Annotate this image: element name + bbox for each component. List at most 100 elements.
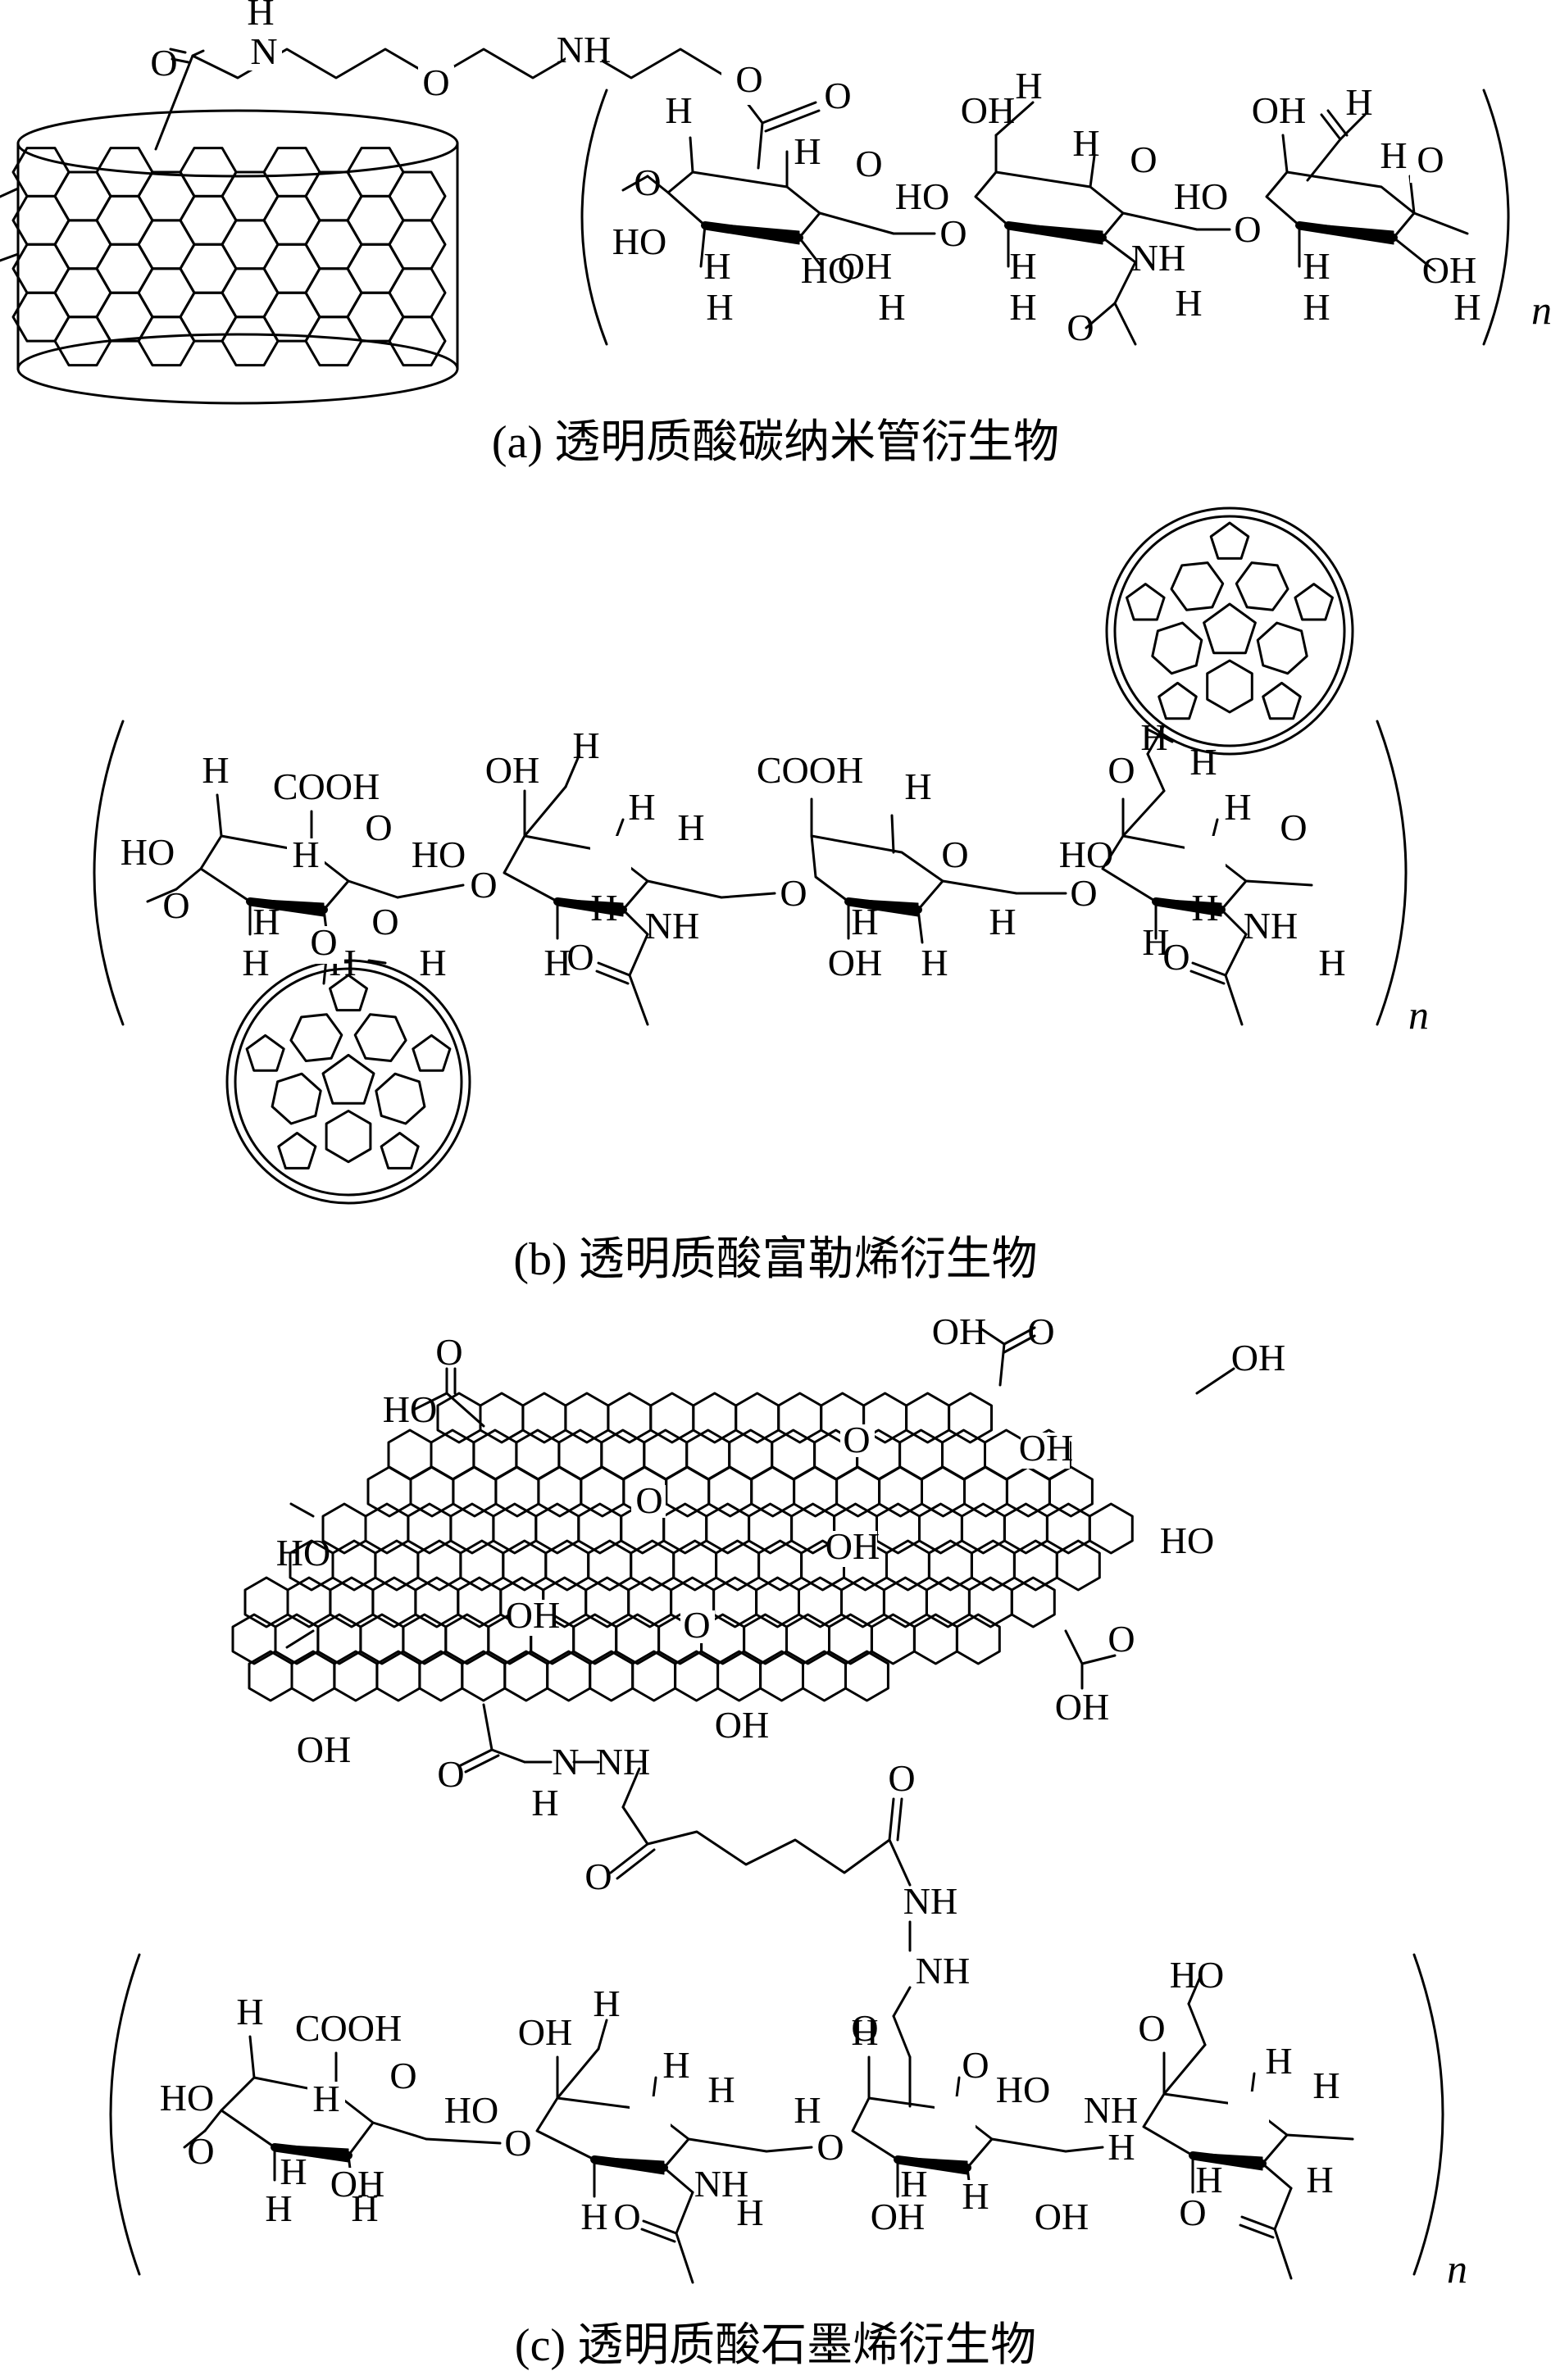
atom-label: O <box>962 2044 989 2086</box>
atom-label: OH <box>485 749 539 791</box>
fullerene-pentagon <box>1294 583 1334 621</box>
graphene-ring <box>494 1465 540 1518</box>
atom-label: OH <box>330 2163 384 2205</box>
atom-label: H <box>1015 65 1042 107</box>
nanotube-ring <box>388 170 447 222</box>
atom-label: O <box>566 936 594 978</box>
atom-label: H <box>1009 286 1036 328</box>
caption-c: (c) 透明质酸石墨烯衍生物 <box>515 2320 1036 2371</box>
graphene-ring <box>674 1650 720 1702</box>
group-label: OH <box>506 1594 560 1636</box>
graphene-ring <box>231 1613 277 1665</box>
atom-label: HO <box>412 833 466 875</box>
atom-label: H <box>706 286 733 328</box>
atom-label: H <box>1189 741 1217 783</box>
carbon-nanotube <box>0 109 459 405</box>
atom-label: H <box>1140 716 1167 758</box>
graphene-ring <box>333 1650 379 1702</box>
fullerene-hexagon <box>1206 659 1253 714</box>
atom-label: OH <box>828 942 882 983</box>
group-label: O <box>437 1753 464 1795</box>
atom-label: HO <box>996 2069 1050 2110</box>
panel-b: n H COOH H O HO O H H O H O H <box>93 506 1429 1285</box>
graphene-ring <box>371 1576 417 1628</box>
hyaluronic-acid-polymer-c: n H COOH H O HO O H H OH H <box>109 1953 1467 2291</box>
atom-label: H <box>572 724 599 766</box>
atom-label: H <box>794 2089 821 2131</box>
fullerene-pentagon <box>1209 521 1250 560</box>
atom-label: O <box>162 884 189 926</box>
atom-label: H <box>1453 286 1480 328</box>
atom-label: OH <box>1035 2196 1089 2237</box>
nanotube-ring <box>388 316 447 367</box>
graphene-ring <box>418 1650 464 1702</box>
graphene-ring <box>759 1650 804 1702</box>
graphene-ring <box>785 1613 830 1665</box>
atom-label: H <box>1191 887 1218 929</box>
linker-label: H <box>531 1782 558 1824</box>
atom-label: OH <box>1422 249 1476 291</box>
graphene-ring <box>457 1576 503 1628</box>
peg-linker: H N O O NH O O <box>150 0 852 170</box>
graphene-ring <box>589 1650 634 1702</box>
atom-label: OH <box>1252 89 1306 131</box>
linker-label: NH <box>596 1741 650 1783</box>
graphene-ring <box>366 1465 412 1518</box>
group-label: HO <box>1160 1519 1214 1561</box>
panel-a: H N O O NH O O n O <box>0 0 1551 468</box>
hyaluronic-acid-polymer-a: n O H HO H H O HO OH H H O <box>580 65 1551 348</box>
graphene-ring <box>925 1576 971 1628</box>
atom-label: H <box>662 2044 689 2086</box>
atom-label: O <box>634 161 661 203</box>
atom-label: O <box>365 806 392 848</box>
atom-label: H <box>851 2011 878 2053</box>
graphene-ring <box>615 1613 661 1665</box>
atom-label: H <box>851 901 878 942</box>
group-label: OH <box>715 1704 769 1746</box>
atom-label: NH <box>1131 237 1185 279</box>
fullerene-outline <box>225 959 471 1205</box>
atom-label: NH <box>1244 905 1298 947</box>
fullerene-hexagon <box>375 1072 426 1125</box>
atom-label: COOH <box>295 2007 402 2049</box>
atom-label: O <box>1070 872 1097 914</box>
graphene-ring <box>414 1576 460 1628</box>
fullerene-hexagon <box>353 1013 407 1062</box>
atom-label: H <box>707 2069 735 2110</box>
linker-label: NH <box>903 1880 957 1922</box>
atom-label: H <box>1224 786 1251 828</box>
atom-label: H <box>236 1991 263 2033</box>
linker-label: O <box>824 75 851 116</box>
atom-label: O <box>1234 208 1261 250</box>
graphene-ring <box>755 1576 800 1628</box>
graphene-ring <box>793 1465 839 1518</box>
graphene-ring <box>1005 1465 1051 1518</box>
atom-label: H <box>904 765 931 807</box>
atom-label: O <box>1130 139 1157 180</box>
atom-label: HO <box>1059 833 1113 875</box>
atom-label: H <box>878 286 905 328</box>
fullerene-pentagon <box>1262 681 1302 720</box>
fullerene-tether <box>1146 728 1174 743</box>
atom-label: O <box>1417 139 1444 180</box>
atom-label: H <box>590 887 617 929</box>
atom-label: H <box>202 749 229 791</box>
linker-label: O <box>584 1855 612 1897</box>
fullerene-pentagon <box>1203 602 1257 655</box>
atom-label: O <box>504 2122 531 2164</box>
graphene-ring <box>1055 1539 1101 1592</box>
atom-label: O <box>1067 307 1094 348</box>
graphene-ring <box>878 1465 923 1518</box>
graphene-ring <box>743 1613 788 1665</box>
graphene-ring <box>955 1613 1001 1665</box>
graphene-ring <box>707 1465 753 1518</box>
graphene-ring <box>840 1576 885 1628</box>
atom-label: O <box>1162 936 1189 978</box>
graphene-ring <box>802 1650 847 1702</box>
atom-label: H <box>794 130 821 172</box>
graphene-ring <box>546 1650 592 1702</box>
graphene-groups: HO O O OH O OH O OH OH HO O OH HO O OH O… <box>276 1310 1285 1795</box>
atom-label: H <box>628 786 655 828</box>
graphene-ring <box>835 1465 881 1518</box>
atom-label: HO <box>160 2077 214 2119</box>
